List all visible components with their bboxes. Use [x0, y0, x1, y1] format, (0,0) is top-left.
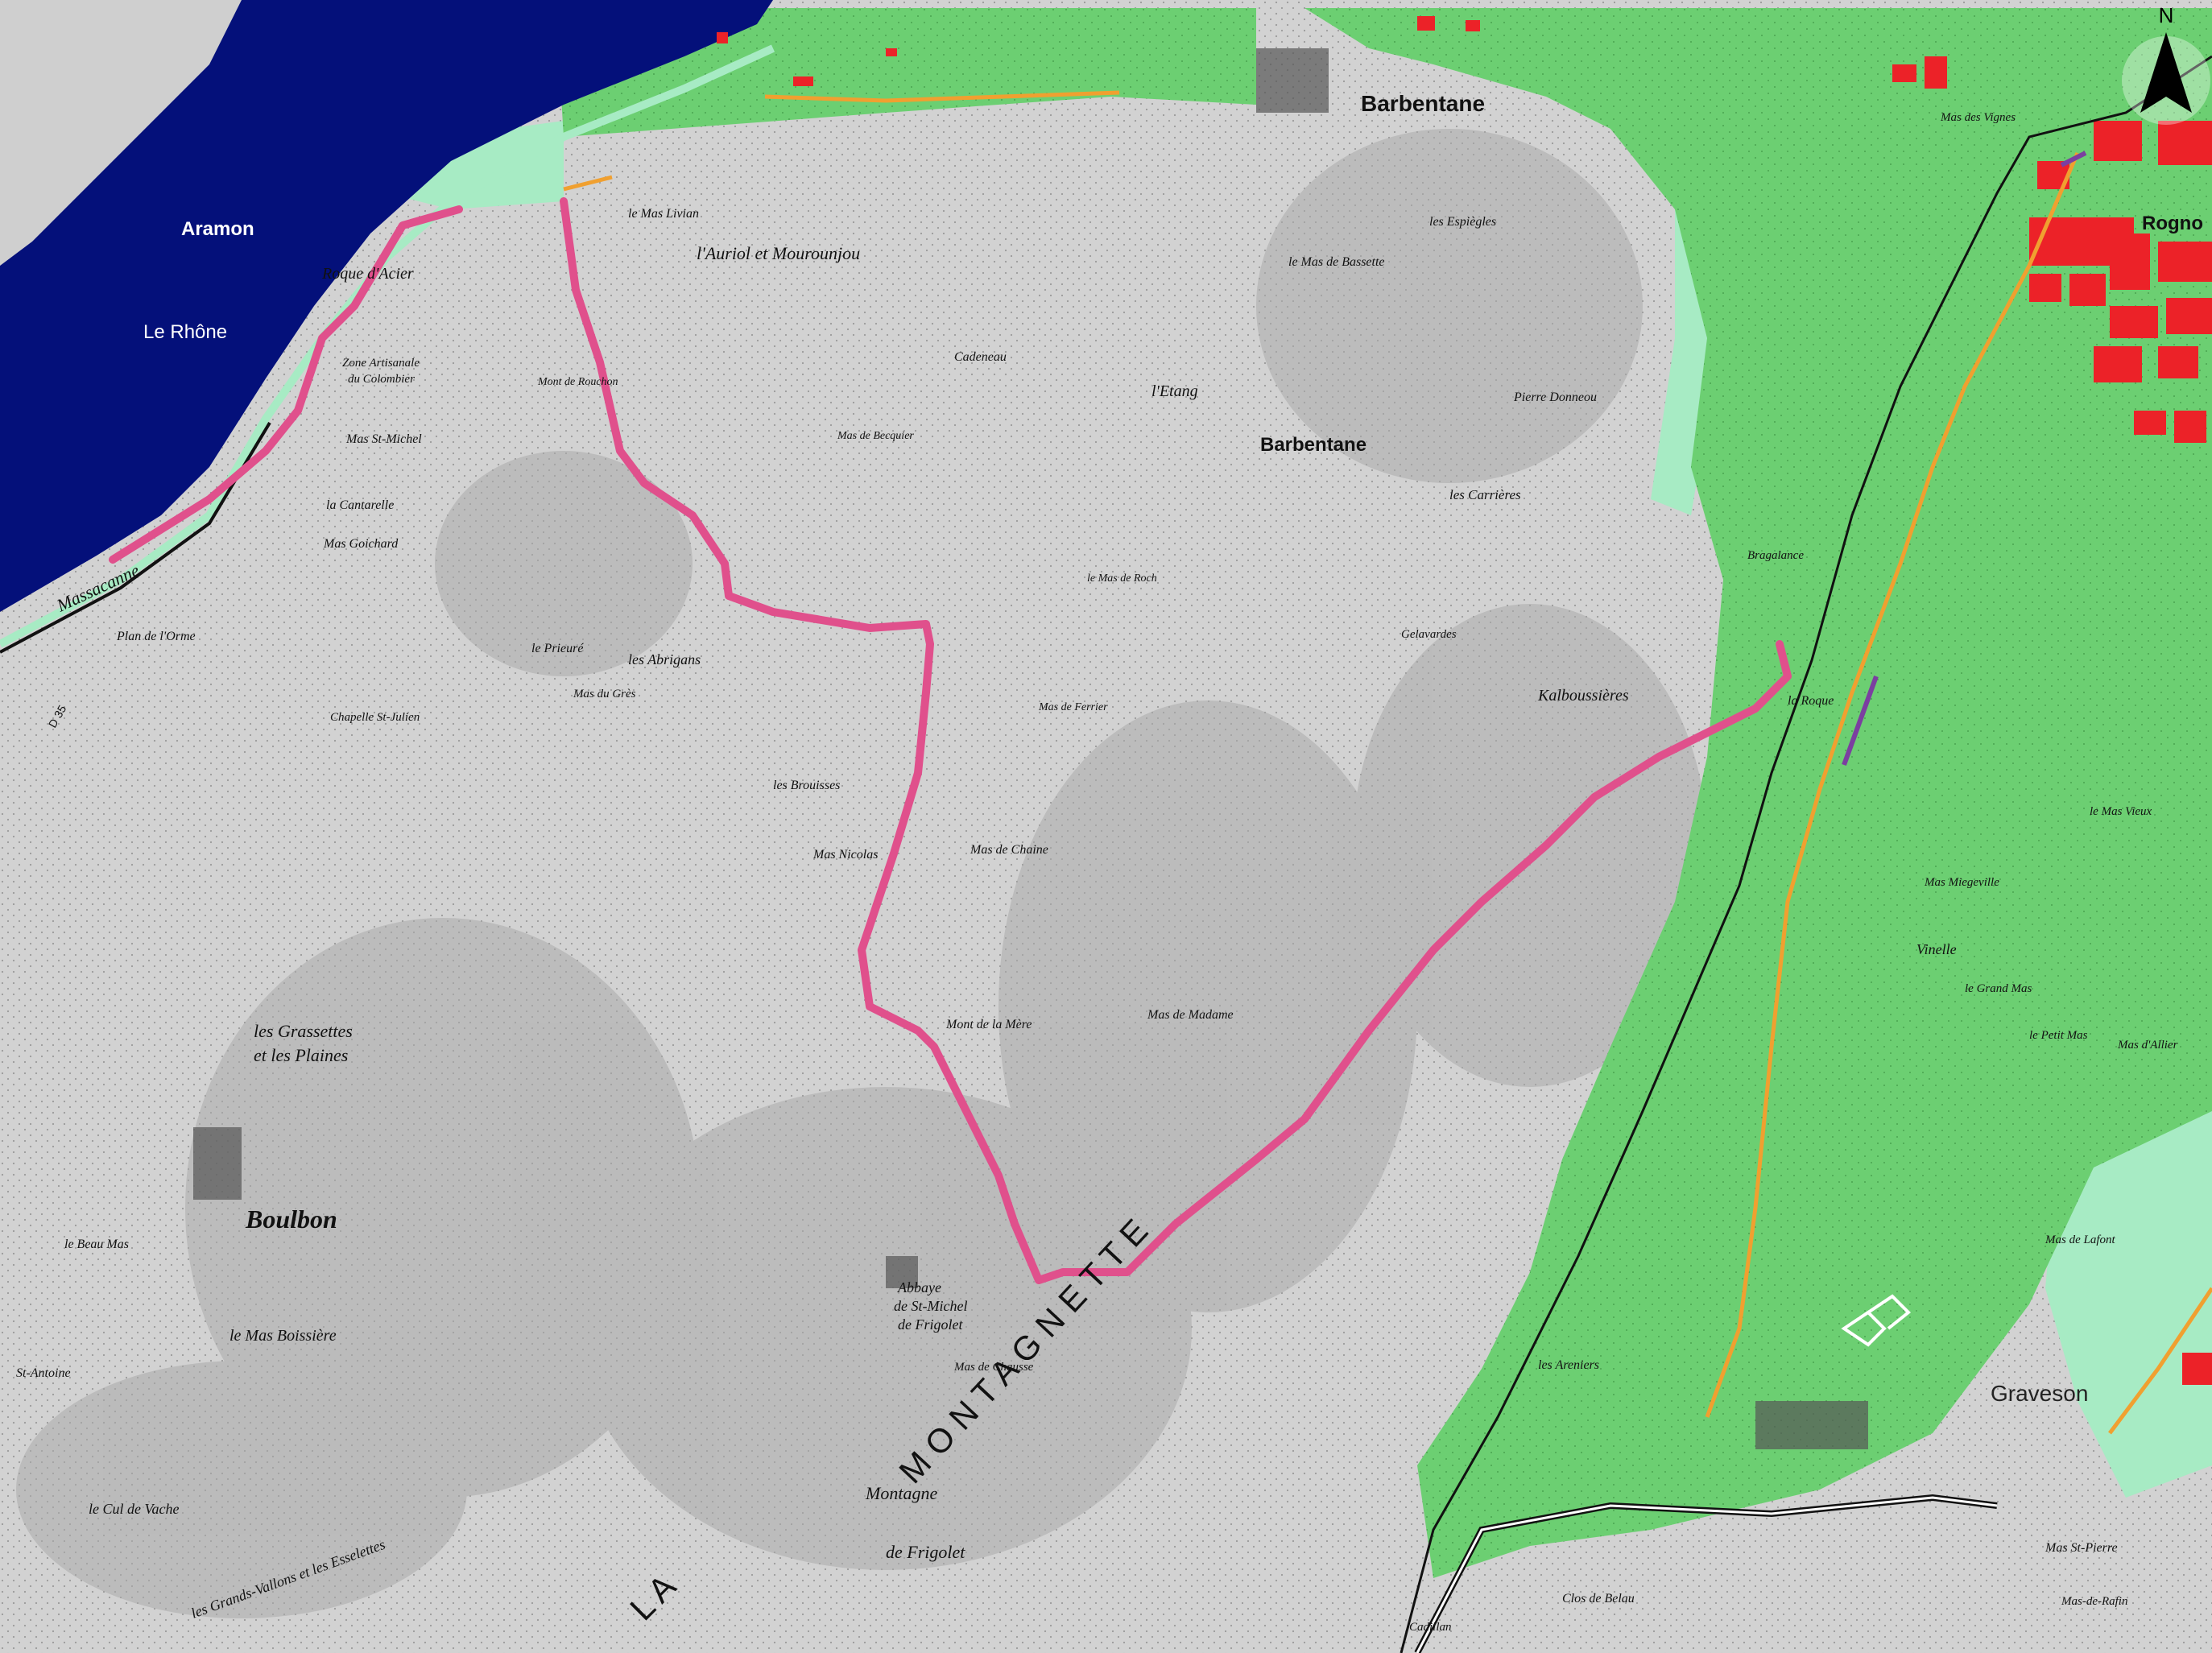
label-les-brouisses: les Brouisses [773, 779, 840, 792]
label-roque-dacier: Roque d'Acier [321, 265, 414, 283]
label-mas-livian: le Mas Livian [628, 207, 699, 221]
small-outline-feature [1841, 1294, 1911, 1347]
label-pierre-donneou: Pierre Donneou [1513, 391, 1597, 404]
label-les-espiegles: les Espiègles [1429, 215, 1496, 229]
label-graveson: Graveson [1991, 1381, 2088, 1406]
label-mas-de-ferrier: Mas de Ferrier [1038, 701, 1108, 713]
label-le-petit-mas: le Petit Mas [2029, 1029, 2088, 1042]
label-le-mas-de-bassette: le Mas de Bassette [1288, 255, 1385, 269]
left-bank-land [0, 0, 242, 266]
label-mas-de-becquier: Mas de Becquier [837, 430, 914, 442]
label-le-rhone: Le Rhône [143, 321, 227, 343]
label-montagne: Montagne [865, 1483, 937, 1503]
label-mas-nicolas: Mas Nicolas [812, 848, 878, 862]
village-blocks [193, 48, 1868, 1449]
north-arrow-icon: N [2122, 3, 2210, 125]
label-les-abrigans: les Abrigans [628, 651, 701, 667]
label-clos-de-belau: Clos de Belau [1562, 1592, 1635, 1605]
label-le-mas-vieux: le Mas Vieux [2090, 805, 2152, 818]
label-le-cul-de-vache: le Cul de Vache [89, 1501, 179, 1517]
label-mas-de-rafin: Mas-de-Rafin [2061, 1595, 2127, 1608]
label-de-frigolet: de Frigolet [898, 1316, 963, 1333]
purple-segment [1842, 151, 2087, 767]
label-mas-miegeville: Mas Miegeville [1924, 876, 1999, 889]
label-mas-du-gres: Mas du Grès [573, 688, 636, 700]
label-le-beau-mas: le Beau Mas [64, 1238, 129, 1251]
relief-shading [16, 129, 1707, 1618]
compass-letter: N [2159, 3, 2174, 27]
label-mas-de-madame: Mas de Madame [1147, 1008, 1234, 1022]
red-buildings [717, 16, 2212, 1385]
label-mas-dallier: Mas d'Allier [2117, 1039, 2178, 1052]
label-plan-de-lorme: Plan de l'Orme [116, 630, 196, 643]
rhone-river [0, 0, 773, 612]
label-les-areniers: les Areniers [1538, 1358, 1599, 1372]
label-mas-st-michel: Mas St-Michel [345, 432, 422, 446]
label-lauriol: l'Auriol et Mourounjou [697, 243, 860, 263]
study-area-boundary [109, 197, 1792, 1284]
label-abbaye: Abbaye [897, 1279, 941, 1296]
label-aramon: Aramon [181, 218, 254, 240]
orange-route-bottom [2108, 1287, 2212, 1435]
label-bragalance: Bragalance [1747, 549, 1804, 562]
label-mas-de-lafont: Mas de Lafont [2045, 1234, 2116, 1246]
label-les-carrieres: les Carrières [1449, 487, 1521, 502]
label-zone-artisanale: Zone Artisanale [342, 357, 420, 370]
label-mas-goichard: Mas Goichard [323, 537, 399, 551]
label-mas-des-vignes: Mas des Vignes [1940, 111, 2016, 124]
label-boulbon: Boulbon [245, 1205, 337, 1234]
label-la-cantarelle: la Cantarelle [326, 498, 394, 512]
label-de-st-michel: de St-Michel [894, 1298, 967, 1314]
river-bank-light [0, 44, 775, 648]
label-les-grassettes: les Grassettes [254, 1021, 353, 1041]
roads [1400, 55, 2212, 1653]
label-le-prieure: le Prieuré [531, 642, 584, 655]
label-cadillan: Cadillan [1409, 1621, 1452, 1634]
label-letang: l'Etang [1151, 382, 1198, 400]
label-mont-de-rouchon: Mont de Rouchon [537, 376, 618, 388]
label-vinelle: Vinelle [1916, 941, 1957, 957]
orange-route-top [563, 90, 1120, 192]
label-et-les-plaines: et les Plaines [254, 1045, 348, 1065]
label-la-roque: la Roque [1788, 694, 1834, 708]
label-mont-de-la-mere: Mont de la Mère [945, 1018, 1032, 1031]
label-le-mas-boissiere: le Mas Boissière [229, 1327, 337, 1345]
label-rognonas: Rogno [2142, 213, 2203, 234]
label-du-colombier: du Colombier [348, 373, 415, 386]
label-mas-de-chausse: Mas de Chausse [953, 1361, 1034, 1374]
label-kalboussieres: Kalboussières [1537, 687, 1629, 705]
label-mas-de-chaine: Mas de Chaine [970, 843, 1048, 857]
label-le-grand-mas: le Grand Mas [1965, 982, 2032, 995]
label-chapelle-st-julien: Chapelle St-Julien [330, 711, 420, 724]
label-gelavardes: Gelavardes [1401, 628, 1457, 641]
label-barbentane-town: Barbentane [1361, 91, 1485, 116]
label-le-mas-de-roch: le Mas de Roch [1087, 572, 1157, 585]
label-barbentane-commune: Barbentane [1260, 434, 1366, 456]
label-de-frigolet-relief: de Frigolet [886, 1542, 965, 1562]
label-st-antoine: St-Antoine [16, 1366, 71, 1380]
label-mas-st-pierre: Mas St-Pierre [2045, 1541, 2118, 1555]
label-cadeneau: Cadeneau [954, 350, 1007, 364]
orange-route [1705, 152, 2080, 1418]
